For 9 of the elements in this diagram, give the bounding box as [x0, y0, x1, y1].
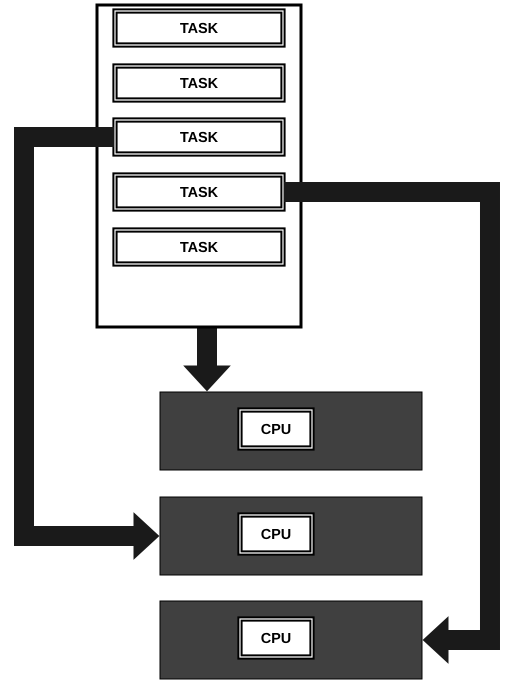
task-box: TASK	[112, 117, 286, 157]
task-box: TASK	[112, 172, 286, 212]
task-box: TASK	[112, 63, 286, 103]
cpu-box: CPU	[237, 616, 315, 660]
arrow	[284, 182, 500, 664]
task-box: TASK	[112, 227, 286, 267]
cpu-box: CPU	[237, 512, 315, 556]
task-box: TASK	[112, 8, 286, 48]
cpu-box: CPU	[237, 407, 315, 451]
